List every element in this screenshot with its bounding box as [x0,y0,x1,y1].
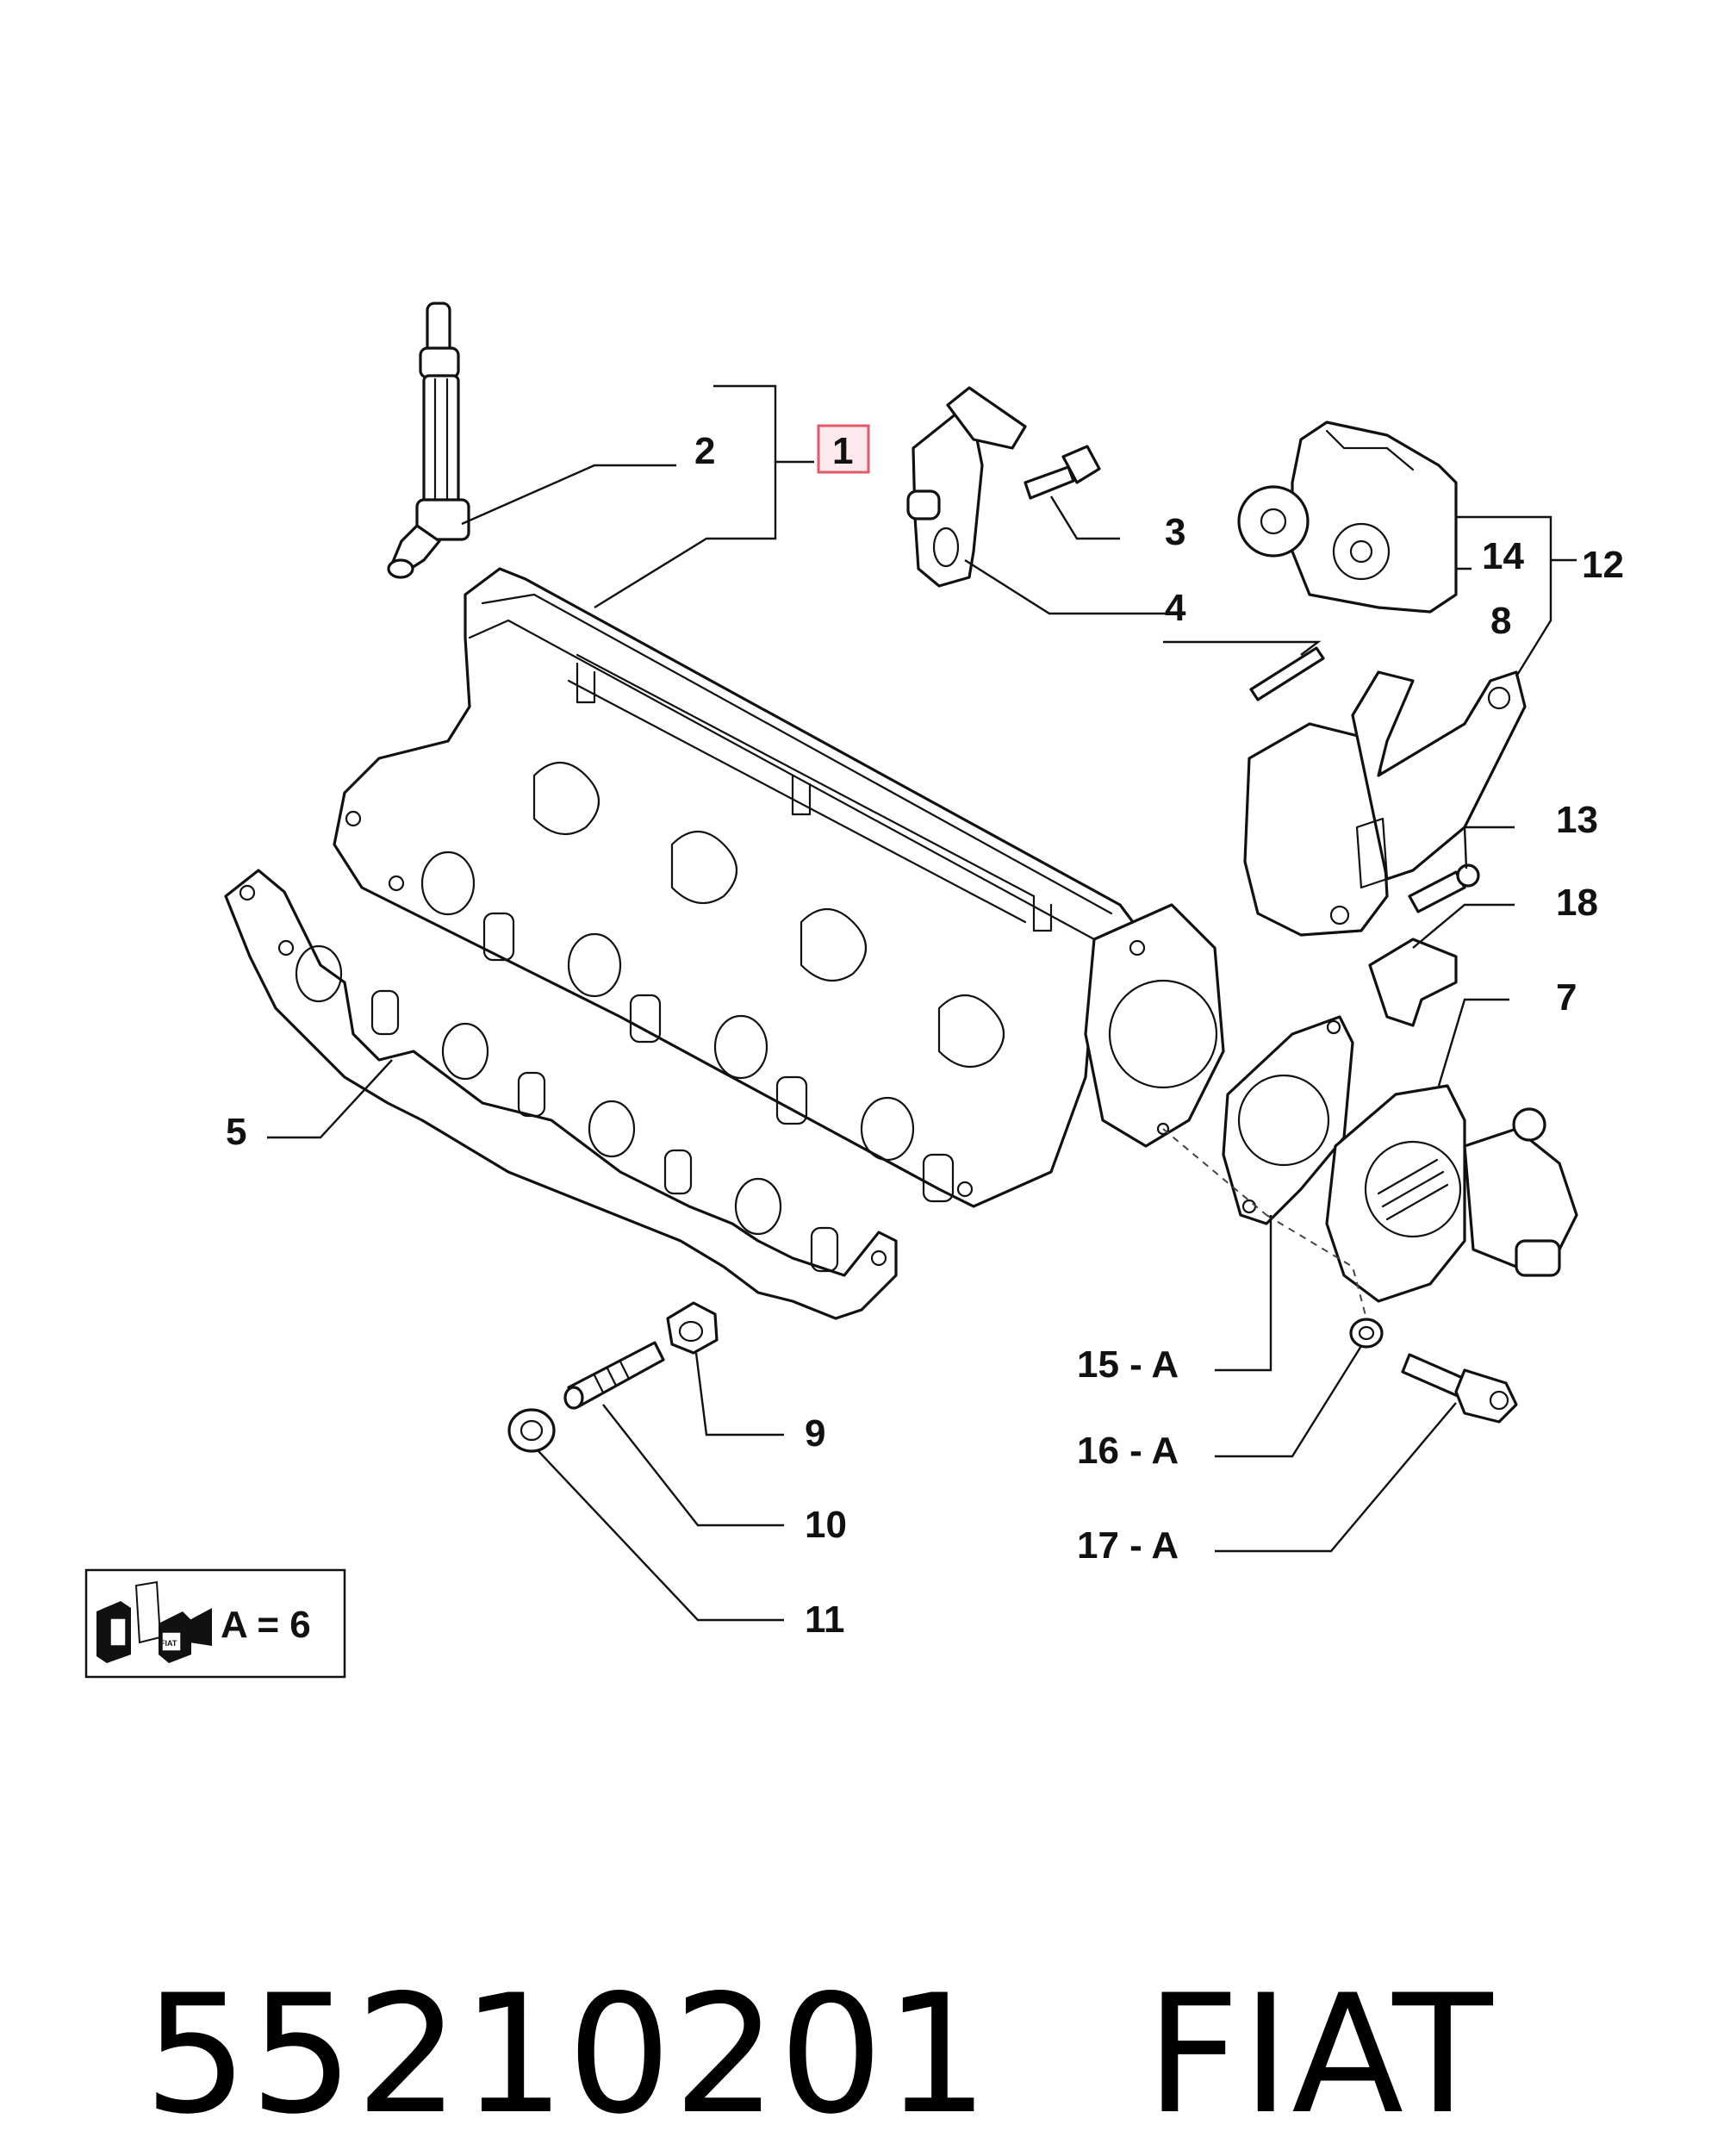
part-13-stud [1408,863,1480,913]
part-1-intake-manifold [333,567,1225,1208]
callout-4[interactable]: 4 [1165,587,1186,629]
part-17-cap-screw [1401,1353,1518,1424]
legend-text: A = 6 [221,1604,311,1646]
callout-2[interactable]: 2 [694,430,715,472]
part-9-nut [666,1301,719,1355]
alignment-line-a [1162,1128,1267,1216]
part-18-clip [1368,938,1458,1027]
callout-12[interactable]: 12 [1582,544,1624,586]
part-14-egr-valve [1237,421,1458,614]
callout-11[interactable]: 11 [805,1598,845,1641]
callout-7[interactable]: 7 [1556,976,1577,1019]
callout-18[interactable]: 18 [1556,882,1598,924]
part-12-egr-cooler-bracket [1243,670,1527,937]
part-15-flange-gasket [1222,1015,1354,1225]
brand-name: FIAT [1145,1960,1495,2150]
part-2-sensor [387,302,470,579]
callout-13[interactable]: 13 [1556,799,1598,841]
callout-10[interactable]: 10 [805,1504,847,1546]
part-10-stud [563,1341,665,1410]
part-8-pin [1249,646,1325,701]
leader-lines [267,384,1577,1622]
part-5-manifold-gasket [224,869,898,1320]
callout-16[interactable]: 16 - A [1077,1430,1179,1472]
callout-14[interactable]: 14 [1482,535,1524,577]
part-16-washer [1349,1318,1384,1349]
callout-9[interactable]: 9 [805,1412,825,1455]
part-number: 55210201 [143,1960,991,2150]
part-3-bolt [1024,445,1101,500]
quantity-legend: FIAT A = 6 [84,1568,346,1679]
callout-17[interactable]: 17 - A [1077,1524,1179,1567]
callout-3[interactable]: 3 [1165,511,1185,553]
exploded-parts-diagram: 1 2 3 4 14 12 8 13 18 7 5 15 - A 16 - A … [84,302,1624,1679]
callout-5[interactable]: 5 [226,1111,246,1153]
callout-15[interactable]: 15 - A [1077,1343,1179,1386]
part-4-bracket [906,386,1027,588]
selected-part-highlight [817,424,870,474]
part-7-throttle-body [1325,1084,1578,1303]
legend-icon-label: FIAT [160,1639,177,1648]
callout-1[interactable]: 1 [832,430,853,472]
part-11-washer [507,1408,556,1453]
package-icon [96,1580,212,1663]
callout-8[interactable]: 8 [1490,600,1511,642]
